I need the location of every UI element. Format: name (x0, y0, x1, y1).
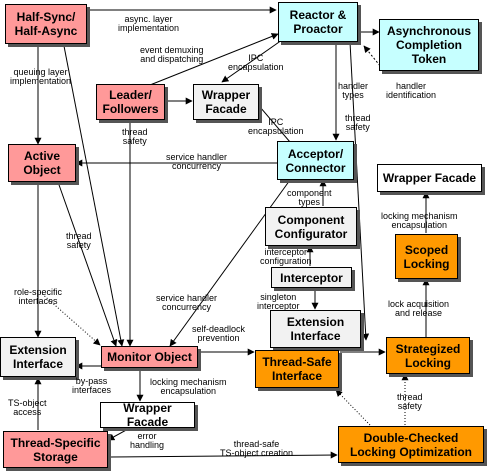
edge-reactor-wrappertop (221, 39, 283, 83)
wrapper-facade-bottom-box[interactable]: Wrapper Facade (100, 401, 195, 429)
edge-leader-reactor (149, 33, 279, 86)
strategized-locking-box[interactable]: Strategized Locking (386, 337, 470, 374)
edge-dclo-threadsafe-dotted (335, 389, 371, 426)
wrapper-facade-right-box[interactable]: Wrapper Facade (377, 164, 482, 192)
half-sync-half-async-box[interactable]: Half-Sync/ Half-Async (5, 4, 87, 44)
thread-specific-storage-box[interactable]: Thread-Specific Storage (3, 431, 108, 468)
double-checked-locking-optimization-box[interactable]: Double-Checked Locking Optimization (338, 426, 484, 463)
interceptor-box[interactable]: Interceptor (271, 267, 352, 288)
asynchronous-completion-token-box[interactable]: Asynchronous Completion Token (379, 19, 479, 71)
edge-active-monitor (57, 181, 118, 347)
edge-halfsync-monitor (63, 45, 125, 347)
extension-interface-right-box[interactable]: Extension Interface (270, 310, 361, 348)
extension-interface-left-box[interactable]: Extension Interface (0, 337, 76, 377)
acceptor-connector-box[interactable]: Acceptor/ Connector (277, 141, 354, 180)
thread-safe-interface-box[interactable]: Thread-Safe Interface (255, 350, 339, 388)
leader-followers-box[interactable]: Leader/ Followers (96, 84, 165, 120)
reactor-proactor-box[interactable]: Reactor & Proactor (278, 2, 358, 42)
scoped-locking-box[interactable]: Scoped Locking (395, 234, 458, 279)
edge-tss-dclo (109, 451, 338, 459)
wrapper-facade-top-box[interactable]: Wrapper Facade (193, 84, 259, 120)
monitor-object-box[interactable]: Monitor Object (101, 346, 198, 368)
edge-reactor-strategized (349, 41, 370, 341)
edge-extleft-monitor-dotted (39, 291, 101, 346)
edge-acceptor-wrappertop (253, 99, 291, 143)
active-object-box[interactable]: Active Object (8, 144, 76, 182)
edge-wrapperbottom-tss (107, 427, 131, 441)
component-configurator-box[interactable]: Component Configurator (265, 207, 357, 246)
